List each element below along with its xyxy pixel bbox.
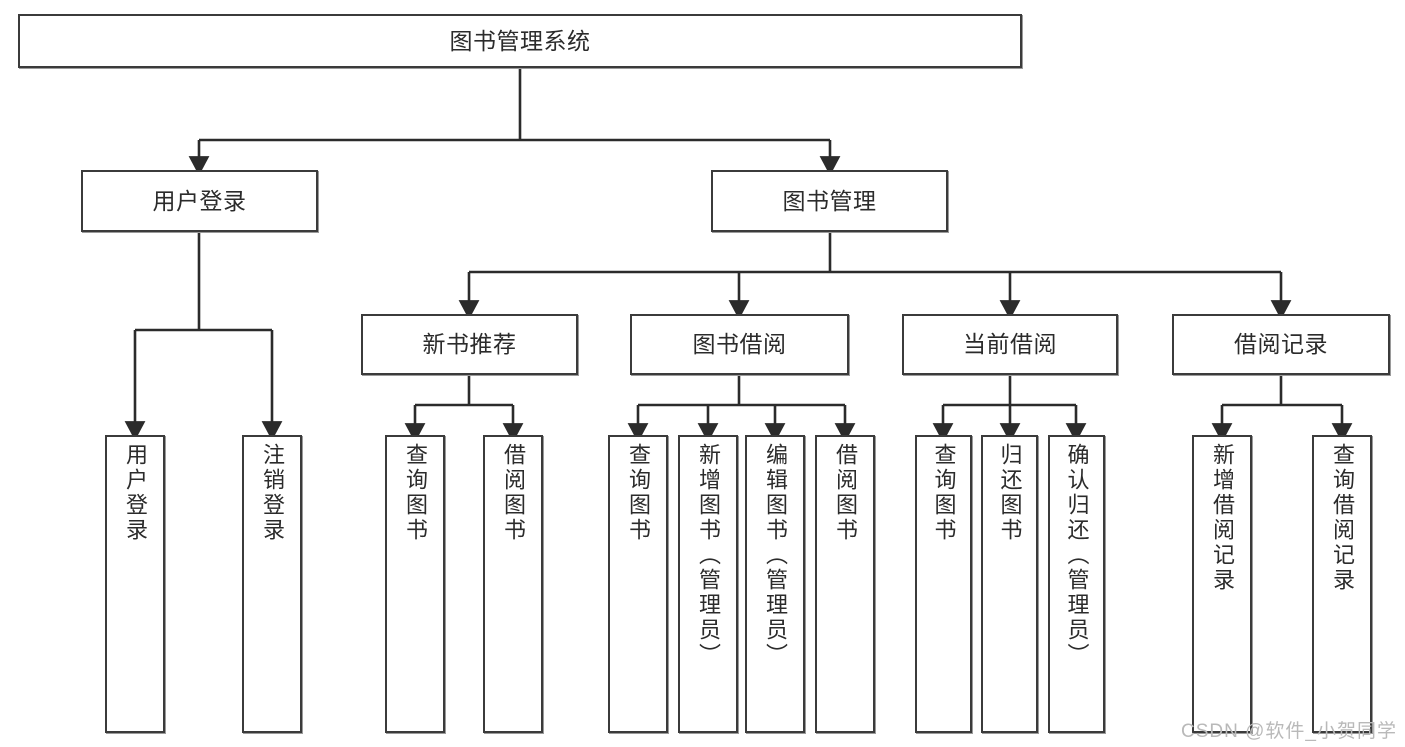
node-leaf-add-borrow-record[interactable]: 新增借阅记录 — [1192, 435, 1252, 733]
node-leaf-edit-book-admin-label: 编辑图书（管理员） — [763, 443, 788, 668]
node-current-borrow[interactable]: 当前借阅 — [902, 314, 1118, 375]
node-leaf-query-book-3[interactable]: 查询图书 — [915, 435, 972, 733]
node-leaf-logout-login-label: 注销登录 — [260, 443, 285, 543]
node-user-login[interactable]: 用户登录 — [81, 170, 318, 232]
node-leaf-user-login-label: 用户登录 — [123, 443, 148, 543]
node-leaf-add-borrow-record-label: 新增借阅记录 — [1210, 443, 1235, 593]
node-leaf-add-book-admin[interactable]: 新增图书（管理员） — [678, 435, 738, 733]
node-leaf-query-book-2[interactable]: 查询图书 — [608, 435, 668, 733]
node-leaf-logout-login[interactable]: 注销登录 — [242, 435, 302, 733]
node-leaf-query-book-1-label: 查询图书 — [403, 443, 428, 543]
node-leaf-borrow-book-2-label: 借阅图书 — [833, 443, 858, 543]
node-leaf-borrow-book-1-label: 借阅图书 — [501, 443, 526, 543]
node-leaf-borrow-book-2[interactable]: 借阅图书 — [815, 435, 875, 733]
node-leaf-query-book-2-label: 查询图书 — [626, 443, 651, 543]
node-book-management-label: 图书管理 — [782, 187, 877, 214]
node-leaf-add-book-admin-label: 新增图书（管理员） — [696, 443, 721, 668]
node-user-login-label: 用户登录 — [152, 187, 247, 214]
node-leaf-confirm-return-admin[interactable]: 确认归还（管理员） — [1048, 435, 1105, 733]
node-leaf-return-book[interactable]: 归还图书 — [981, 435, 1038, 733]
node-book-borrow[interactable]: 图书借阅 — [630, 314, 849, 375]
node-leaf-borrow-book-1[interactable]: 借阅图书 — [483, 435, 543, 733]
node-leaf-query-borrow-record[interactable]: 查询借阅记录 — [1312, 435, 1372, 733]
node-root-system[interactable]: 图书管理系统 — [18, 14, 1022, 68]
node-book-management[interactable]: 图书管理 — [711, 170, 948, 232]
node-leaf-user-login[interactable]: 用户登录 — [105, 435, 165, 733]
node-leaf-query-borrow-record-label: 查询借阅记录 — [1330, 443, 1355, 593]
node-new-book-recommend-label: 新书推荐 — [422, 331, 517, 358]
node-root-label: 图书管理系统 — [449, 27, 591, 54]
node-leaf-query-book-3-label: 查询图书 — [931, 443, 957, 543]
node-borrow-record[interactable]: 借阅记录 — [1172, 314, 1390, 375]
node-leaf-return-book-label: 归还图书 — [997, 443, 1023, 543]
node-leaf-edit-book-admin[interactable]: 编辑图书（管理员） — [745, 435, 805, 733]
node-new-book-recommend[interactable]: 新书推荐 — [361, 314, 578, 375]
node-current-borrow-label: 当前借阅 — [963, 331, 1057, 358]
node-leaf-confirm-return-admin-label: 确认归还（管理员） — [1064, 443, 1090, 668]
node-borrow-record-label: 借阅记录 — [1234, 331, 1328, 358]
node-leaf-query-book-1[interactable]: 查询图书 — [385, 435, 445, 733]
node-book-borrow-label: 图书借阅 — [692, 331, 787, 358]
